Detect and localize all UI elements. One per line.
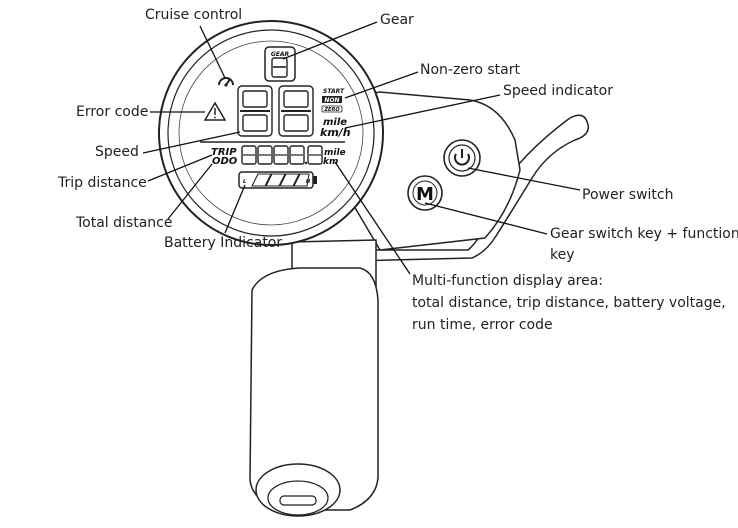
leader-gear-switch bbox=[424, 202, 548, 235]
leader-power bbox=[467, 167, 581, 191]
leader-speed bbox=[142, 131, 241, 154]
warning-icon bbox=[203, 101, 227, 121]
label-non-zero-start: Non-zero start bbox=[420, 62, 520, 78]
label-power-switch: Power switch bbox=[582, 187, 674, 203]
leader-cruise bbox=[199, 25, 226, 79]
leader-speed-indicator bbox=[344, 94, 501, 129]
mode-button[interactable]: M bbox=[407, 175, 443, 211]
trip-tag: TRIP bbox=[211, 147, 237, 158]
label-speed-indicator: Speed indicator bbox=[503, 83, 613, 99]
speed-unit-mile: mile bbox=[323, 117, 347, 128]
distance-digits bbox=[241, 145, 323, 165]
non-tag: NON bbox=[324, 97, 339, 104]
distance-unit-km: km bbox=[323, 157, 338, 167]
non-tag-box bbox=[322, 96, 342, 103]
label-speed: Speed bbox=[95, 144, 139, 160]
leader-nonzero bbox=[344, 71, 419, 99]
leader-gear bbox=[282, 21, 378, 60]
zero-tag: ZERO bbox=[323, 107, 340, 113]
label-error-code: Error code bbox=[76, 104, 149, 120]
label-gear-switch-1: Gear switch key + function bbox=[550, 226, 738, 242]
odo-tag: ODO bbox=[212, 156, 238, 167]
power-button[interactable] bbox=[443, 139, 481, 177]
label-cruise-control: Cruise control bbox=[145, 7, 243, 23]
gear-digit bbox=[271, 57, 288, 78]
label-total-distance: Total distance bbox=[76, 215, 173, 231]
mode-button-label: M bbox=[416, 184, 434, 205]
start-tag: START bbox=[323, 88, 345, 95]
label-gear-switch-2: key bbox=[550, 247, 575, 263]
power-icon bbox=[454, 149, 470, 166]
battery-indicator-icon bbox=[238, 171, 317, 189]
cruise-control-icon bbox=[218, 77, 234, 87]
leader-battery bbox=[224, 184, 246, 234]
speed-digits bbox=[237, 85, 314, 137]
clamp-bolt-slot bbox=[279, 495, 317, 506]
leader-lines bbox=[142, 21, 581, 275]
label-multi-function-2: total distance, trip distance, battery v… bbox=[412, 295, 726, 311]
label-gear: Gear bbox=[380, 12, 414, 28]
label-battery-indicator: Battery Indicator bbox=[164, 235, 283, 251]
leader-trip bbox=[147, 154, 213, 182]
label-multi-function-1: Multi-function display area: bbox=[412, 273, 604, 289]
leader-multi bbox=[334, 161, 411, 275]
zero-tag-box bbox=[321, 105, 343, 113]
label-multi-function-3: run time, error code bbox=[412, 317, 553, 333]
speed-unit-kmh: km/h bbox=[320, 126, 351, 139]
leader-total bbox=[167, 163, 213, 220]
battery-high-tag: H bbox=[306, 179, 311, 185]
label-trip-distance: Trip distance bbox=[58, 175, 147, 191]
battery-low-tag: L bbox=[243, 179, 246, 185]
gear-tag: GEAR bbox=[271, 51, 290, 58]
distance-unit-mile: mile bbox=[324, 148, 346, 158]
